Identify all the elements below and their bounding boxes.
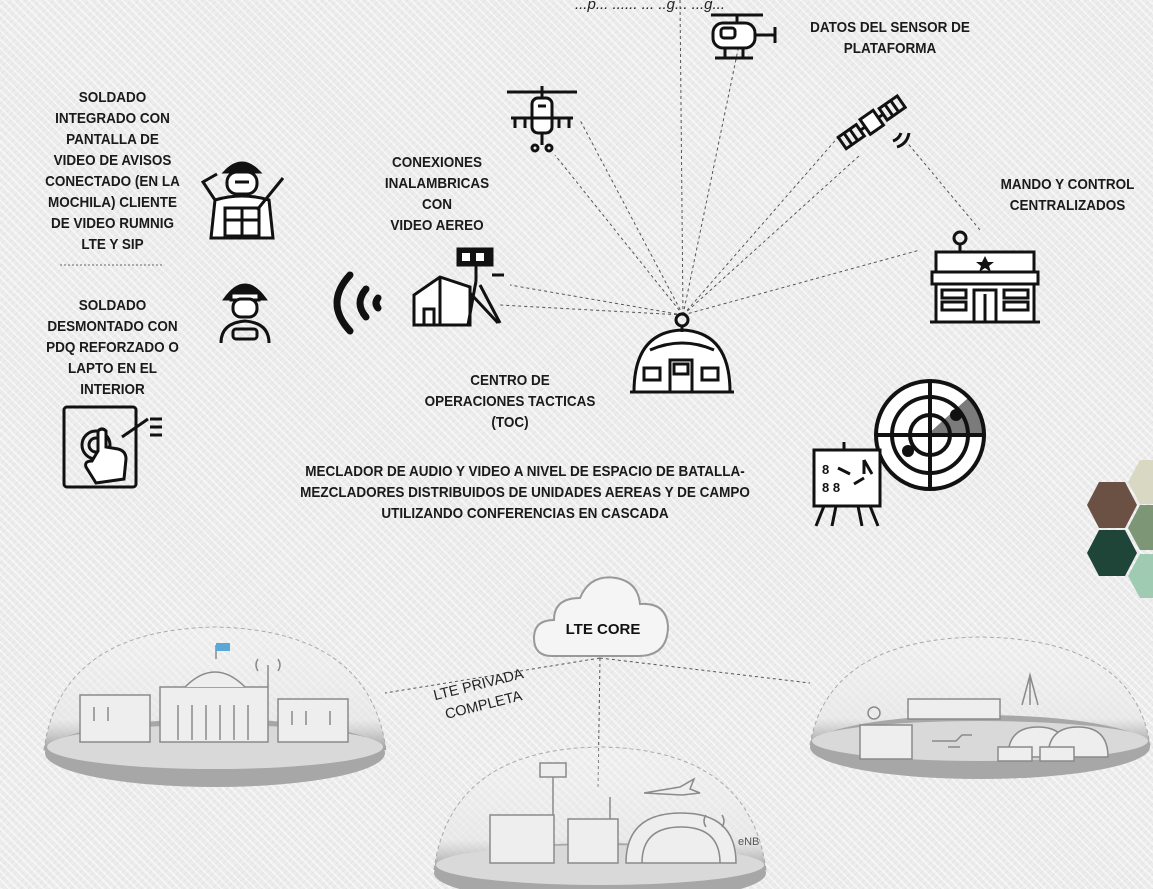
mixer-label: MECLADOR DE AUDIO Y VIDEO A NIVEL DE ESP… xyxy=(300,463,750,522)
svg-text:8 8: 8 8 xyxy=(822,480,840,495)
satellite-icon xyxy=(835,85,915,155)
hexagon-cream xyxy=(1128,460,1153,504)
hexagon-decoration xyxy=(1087,460,1153,598)
svg-text:8: 8 xyxy=(822,462,829,477)
soldier-helmet-icon xyxy=(215,275,275,345)
helicopter-sensor-label: DATOS DEL SENSOR DE PLATAFORMA xyxy=(810,19,970,57)
command-control-label: MANDO Y CONTROL CENTRALIZADOS xyxy=(1000,176,1135,214)
cloud-icon xyxy=(530,570,680,665)
wireless-connections-label: CONEXIONES INALAMBRICAS CON VIDEO AEREO xyxy=(384,154,490,234)
soldier-saluting-icon xyxy=(195,150,290,240)
touch-screen-icon xyxy=(62,405,172,495)
hexagon-sage xyxy=(1128,505,1153,550)
radar-icon xyxy=(870,375,990,495)
field-camp-antenna-icon xyxy=(410,245,510,330)
soldier-dismounted-label: SOLDADO DESMONTADO CON PDQ REFORZADO O L… xyxy=(46,297,179,398)
tactics-board-icon: 8 8 8 xyxy=(810,440,890,530)
hexagon-mint xyxy=(1128,554,1153,598)
base-dome-icon xyxy=(808,635,1153,785)
enb-label: eNB xyxy=(738,836,760,848)
headquarters-building-icon xyxy=(930,230,1040,325)
attack-helicopter-icon xyxy=(505,80,580,155)
toc-dome-icon xyxy=(630,310,735,400)
airfield-dome-icon xyxy=(430,745,770,889)
city-dome-icon xyxy=(40,625,390,790)
lte-core-label: LTE CORE xyxy=(565,621,641,638)
page-title-fragment: ...p... ...... ... ..g... ...g... xyxy=(574,0,726,13)
toc-label: CENTRO DE OPERACIONES TACTICAS (TOC) xyxy=(424,372,596,431)
hexagon-brown xyxy=(1087,482,1137,528)
helicopter-icon xyxy=(703,10,783,65)
hexagon-darkgreen xyxy=(1087,530,1137,576)
wireless-signal-icon xyxy=(320,265,390,340)
soldier-integrated-label: SOLDADO INTEGRADO CON PANTALLA DE VIDEO … xyxy=(45,89,180,253)
